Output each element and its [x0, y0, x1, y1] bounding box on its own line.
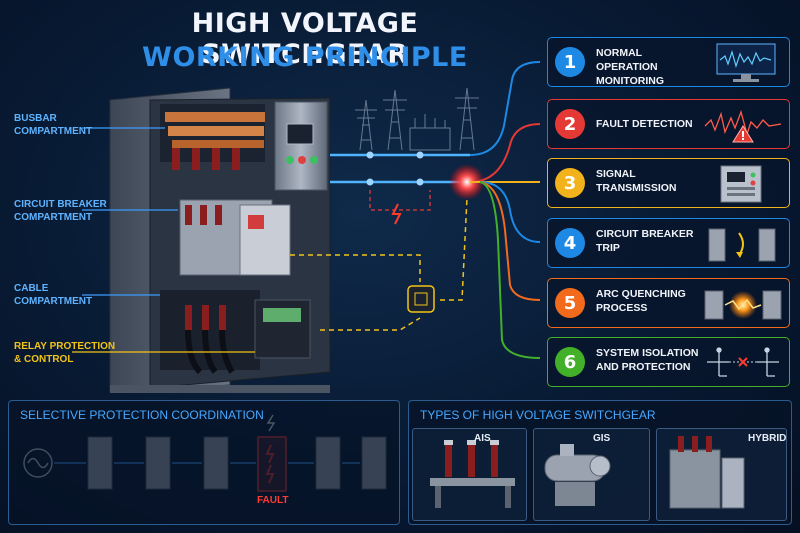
type-card-ais: [412, 428, 527, 521]
isolation-diagram-icon: [707, 347, 779, 377]
step-number-badge: 4: [555, 228, 585, 258]
switchgear-cabinet: [109, 87, 331, 393]
subtitle: WORKING PRINCIPLE: [142, 42, 468, 73]
fault-label: FAULT: [257, 495, 289, 506]
step-number-badge: 1: [555, 47, 585, 77]
type-label-gis: GIS: [593, 433, 611, 444]
relay-device-icon: [720, 165, 762, 203]
relay-protection-label: RELAY PROTECTION& CONTROL: [14, 341, 116, 365]
selective-coordination-heading: SELECTIVE PROTECTION COORDINATION: [20, 408, 264, 422]
fault-waveform-warning-icon: [704, 109, 782, 143]
selective-coordination-panel: [8, 400, 400, 525]
type-card-gis: [533, 428, 650, 521]
type-label-ais: AIS: [474, 433, 491, 444]
main-title: HIGH VOLTAGE SWITCHGEAR: [191, 8, 419, 70]
step-number-badge: 5: [555, 288, 585, 318]
step-2-fault-detection: 2 FAULT DETECTION: [547, 99, 790, 149]
type-label-hybrid: HYBRID: [748, 433, 787, 444]
switchgear-types-heading: TYPES OF HIGH VOLTAGE SWITCHGEAR: [420, 408, 656, 422]
step-label: FAULT DETECTION: [596, 118, 693, 130]
breaker-trip-icon: [708, 228, 776, 262]
step-number-badge: 2: [555, 109, 585, 139]
monitor-waveform-icon: [716, 43, 776, 82]
step-number-badge: 3: [555, 168, 585, 198]
arc-quench-icon: [704, 290, 782, 320]
step-number-badge: 6: [555, 347, 585, 377]
